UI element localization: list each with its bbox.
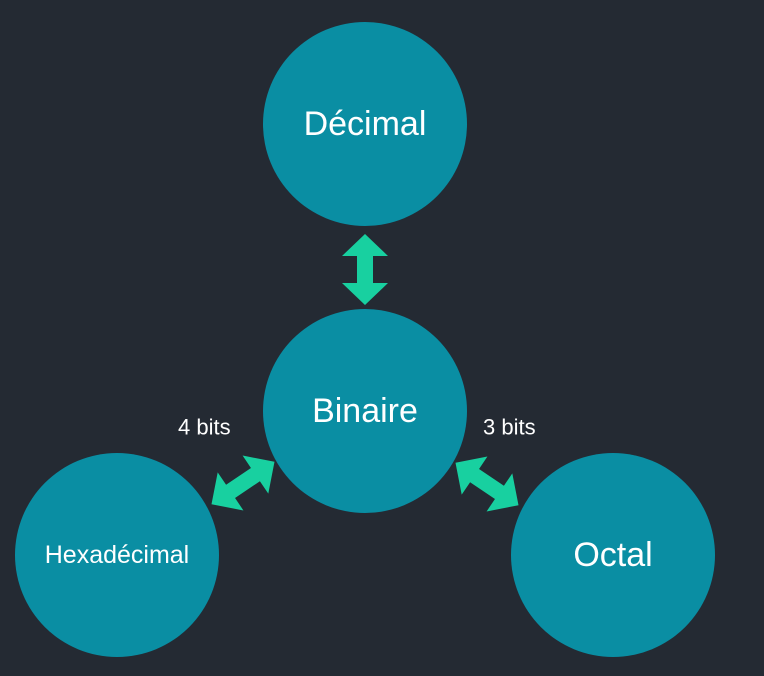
node-decimal — [263, 22, 467, 226]
node-binary-label: Binaire — [312, 392, 418, 430]
node-decimal-label: Décimal — [304, 105, 427, 143]
arrow-binary-octal — [455, 456, 519, 512]
node-octal — [511, 453, 715, 657]
arrow-decimal-binary — [342, 234, 388, 305]
node-binary — [263, 309, 467, 513]
node-hexadecimal-label: Hexadécimal — [45, 541, 190, 569]
arrow-binary-hexadecimal — [211, 455, 275, 511]
edge-label-octal: 3 bits — [483, 415, 536, 440]
node-octal-label: Octal — [573, 536, 652, 574]
edge-label-hexadecimal: 4 bits — [178, 415, 231, 440]
node-hexadecimal — [15, 453, 219, 657]
